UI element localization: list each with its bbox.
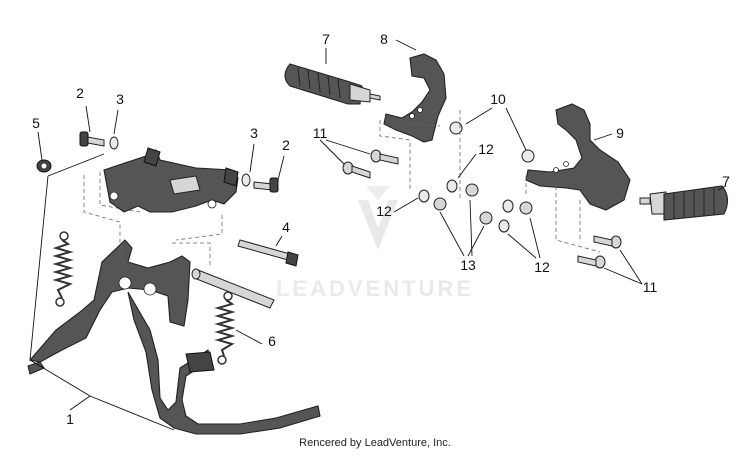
spacer-washer-set <box>418 121 535 233</box>
callout-2: 2 <box>282 137 290 153</box>
callout-1: 1 <box>66 411 74 427</box>
callout-4: 4 <box>282 219 290 235</box>
stand-mount-bracket-part <box>103 147 239 213</box>
long-bolt-part <box>237 239 299 267</box>
center-stand-part <box>27 239 321 435</box>
callout-7: 7 <box>722 173 730 189</box>
stand-spring-left-part <box>52 231 74 307</box>
screw-left-upper-part <box>370 149 399 165</box>
screw-right-lower-part <box>577 255 606 269</box>
callout-11: 11 <box>313 125 328 141</box>
callout-11: 11 <box>643 279 658 295</box>
callout-12: 12 <box>534 259 550 275</box>
bolt-left-part <box>79 131 119 150</box>
pivot-rod-part <box>191 268 275 309</box>
footpeg-bracket-right-part <box>525 103 631 211</box>
callout-12: 12 <box>478 141 494 157</box>
callout-7: 7 <box>322 31 330 47</box>
callout-12: 12 <box>376 203 392 219</box>
render-credit-footer: Rencered by LeadVenture, Inc. <box>299 437 451 449</box>
screw-right-upper-part <box>593 235 622 249</box>
callout-5: 5 <box>32 115 40 131</box>
callout-3: 3 <box>116 91 124 107</box>
callout-9: 9 <box>616 125 624 141</box>
stand-spring-part <box>214 291 236 365</box>
footpeg-right-part <box>639 185 729 221</box>
screw-left-lower-part <box>342 161 371 179</box>
footpeg-left-part <box>284 63 381 105</box>
watermark-text: LEADVENTURE <box>276 276 474 301</box>
callout-10: 10 <box>490 91 506 107</box>
callout-13: 13 <box>460 257 476 273</box>
callout-2: 2 <box>76 85 84 101</box>
callout-3: 3 <box>250 125 258 141</box>
footpeg-bracket-left-part <box>383 53 447 143</box>
leadventure-watermark-logo: LEADVENTURE <box>276 186 474 301</box>
bolt-right-part <box>241 173 279 193</box>
callout-8: 8 <box>380 31 388 47</box>
nut-part <box>36 159 52 173</box>
callout-6: 6 <box>268 333 276 349</box>
